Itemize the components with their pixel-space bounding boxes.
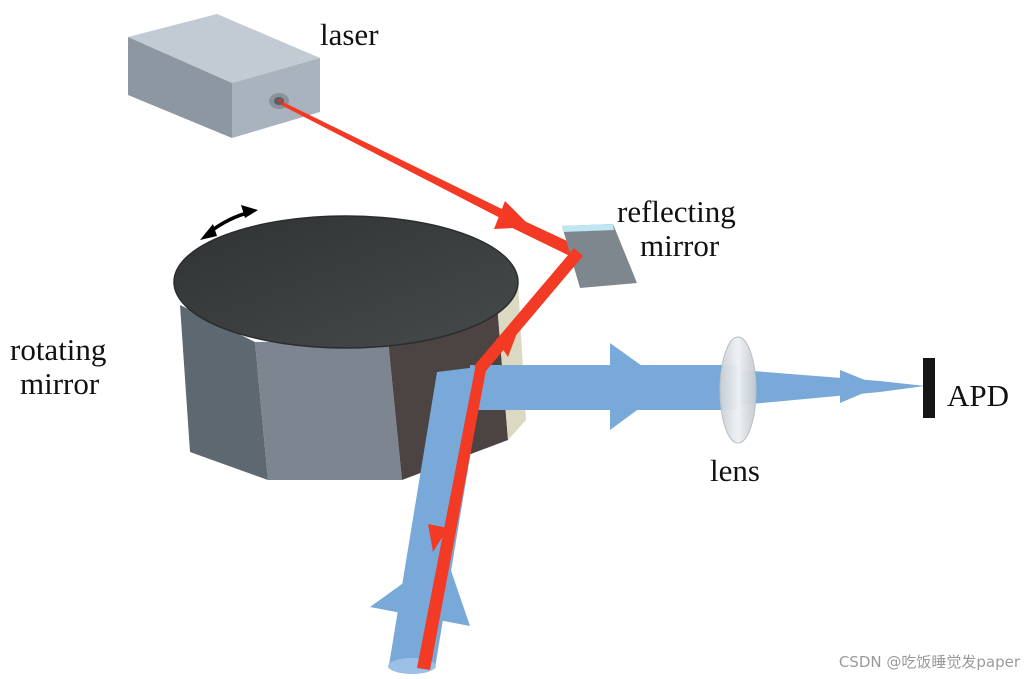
reflecting-mirror [562,224,637,288]
label-rotating-mirror-line1: rotating [10,332,106,367]
label-reflecting-mirror-line2: mirror [640,228,720,263]
curved-double-arrow-icon [200,205,258,240]
label-lens: lens [710,453,760,488]
rotating-mirror [173,215,526,480]
label-apd: APD [947,378,1009,413]
label-laser: laser [320,17,379,52]
apd-detector [923,358,935,418]
laser-device [128,14,320,138]
laser-beam-incident [281,102,580,258]
watermark: CSDN @吃饭睡觉发paper [839,653,1021,671]
label-rotating-mirror-line2: mirror [20,366,100,401]
laser-beam-reflected [417,248,583,670]
lens [719,336,757,444]
label-reflecting-mirror-line1: reflecting [617,194,736,229]
